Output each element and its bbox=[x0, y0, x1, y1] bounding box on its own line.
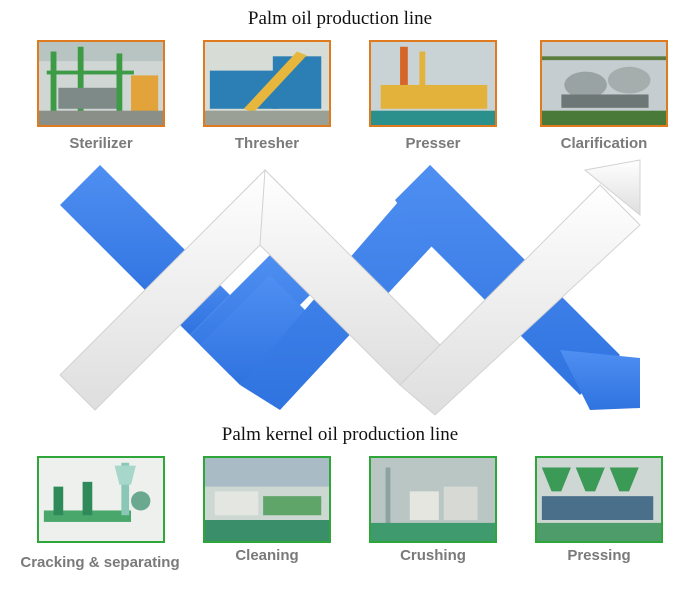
presser-photo bbox=[369, 40, 497, 127]
thresher-photo bbox=[203, 40, 331, 127]
step-label-thresher: Thresher bbox=[234, 135, 300, 152]
step-label-presser: Presser bbox=[405, 135, 461, 152]
pressing-photo bbox=[535, 456, 663, 543]
cracking-separating-photo bbox=[37, 456, 165, 543]
palm-oil-title: Palm oil production line bbox=[247, 8, 433, 29]
crushing-photo bbox=[369, 456, 497, 543]
palm-kernel-oil-title: Palm kernel oil production line bbox=[221, 424, 459, 445]
step-label-cleaning: Cleaning bbox=[235, 547, 299, 564]
cleaning-photo bbox=[203, 456, 331, 543]
step-label-crushing: Crushing bbox=[400, 547, 466, 564]
clarification-photo bbox=[540, 40, 668, 127]
step-label-sterilizer: Sterilizer bbox=[69, 135, 133, 152]
step-label-clarification: Clarification bbox=[560, 135, 648, 152]
step-label-cracking-separating: Cracking & separating bbox=[20, 554, 180, 571]
white-arrow bbox=[59, 159, 641, 416]
sterilizer-photo bbox=[37, 40, 165, 127]
step-label-pressing: Pressing bbox=[567, 547, 631, 564]
